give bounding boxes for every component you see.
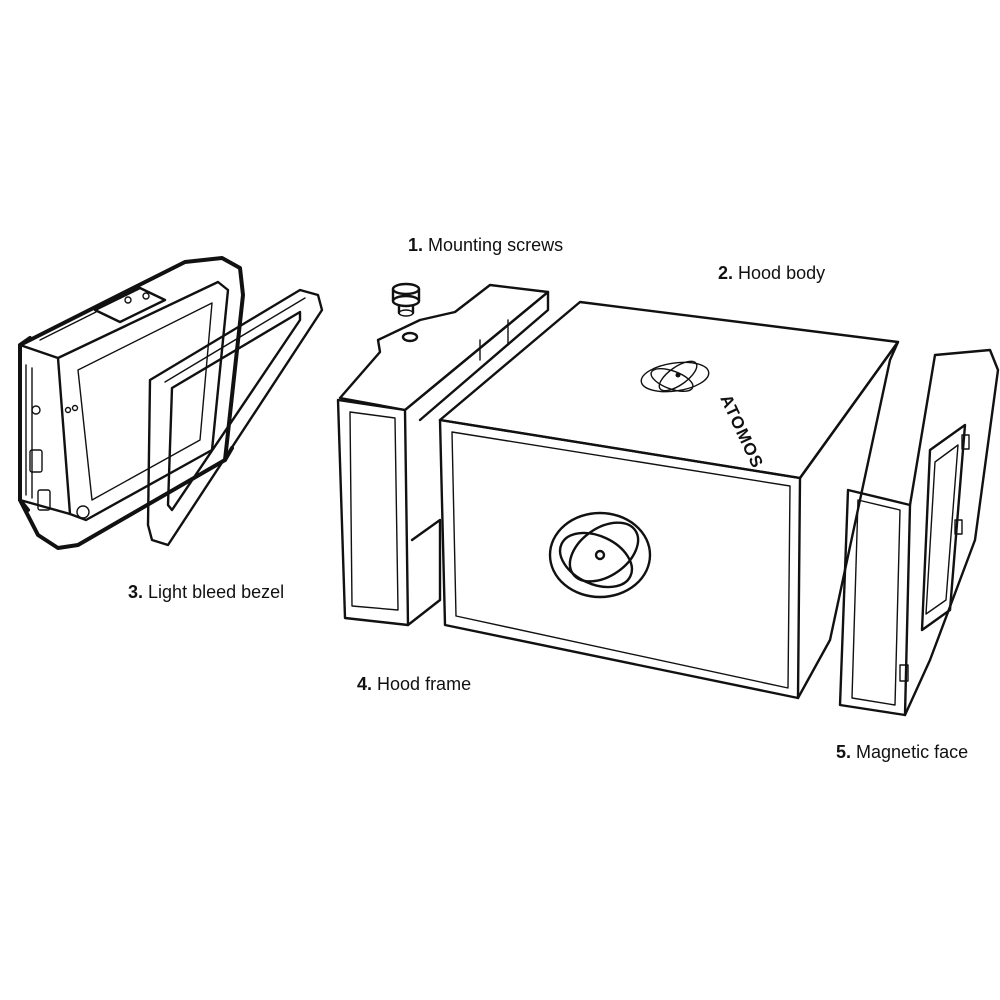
callout-magnetic-face: 5. Magnetic face	[836, 743, 968, 761]
callout-text: Light bleed bezel	[148, 582, 285, 602]
hood-body: ATOMOS	[438, 300, 900, 700]
hood-frame	[336, 283, 550, 627]
callout-light-bleed-bezel: 3. Light bleed bezel	[128, 583, 284, 601]
callout-number: 3.	[128, 582, 144, 602]
vent-grille	[39, 264, 181, 341]
monitor-device	[18, 256, 245, 550]
magnetic-face	[838, 348, 1000, 717]
callout-text: Mounting screws	[428, 235, 564, 255]
callout-number: 5.	[836, 742, 852, 762]
callout-text: Magnetic face	[856, 742, 969, 762]
brand-wordmark: ATOMOS	[716, 392, 767, 472]
callout-number: 4.	[357, 674, 373, 694]
mounting-screw	[391, 282, 421, 317]
callout-text: Hood body	[738, 263, 826, 283]
callout-number: 2.	[718, 263, 734, 283]
callout-number: 1.	[408, 235, 424, 255]
atomos-logo-front	[548, 511, 652, 599]
light-bleed-bezel	[146, 288, 324, 547]
callout-hood-body: 2. Hood body	[718, 264, 825, 282]
callout-text: Hood frame	[377, 674, 472, 694]
callout-hood-frame: 4. Hood frame	[357, 675, 471, 693]
callout-mounting-screws: 1. Mounting screws	[408, 236, 563, 254]
